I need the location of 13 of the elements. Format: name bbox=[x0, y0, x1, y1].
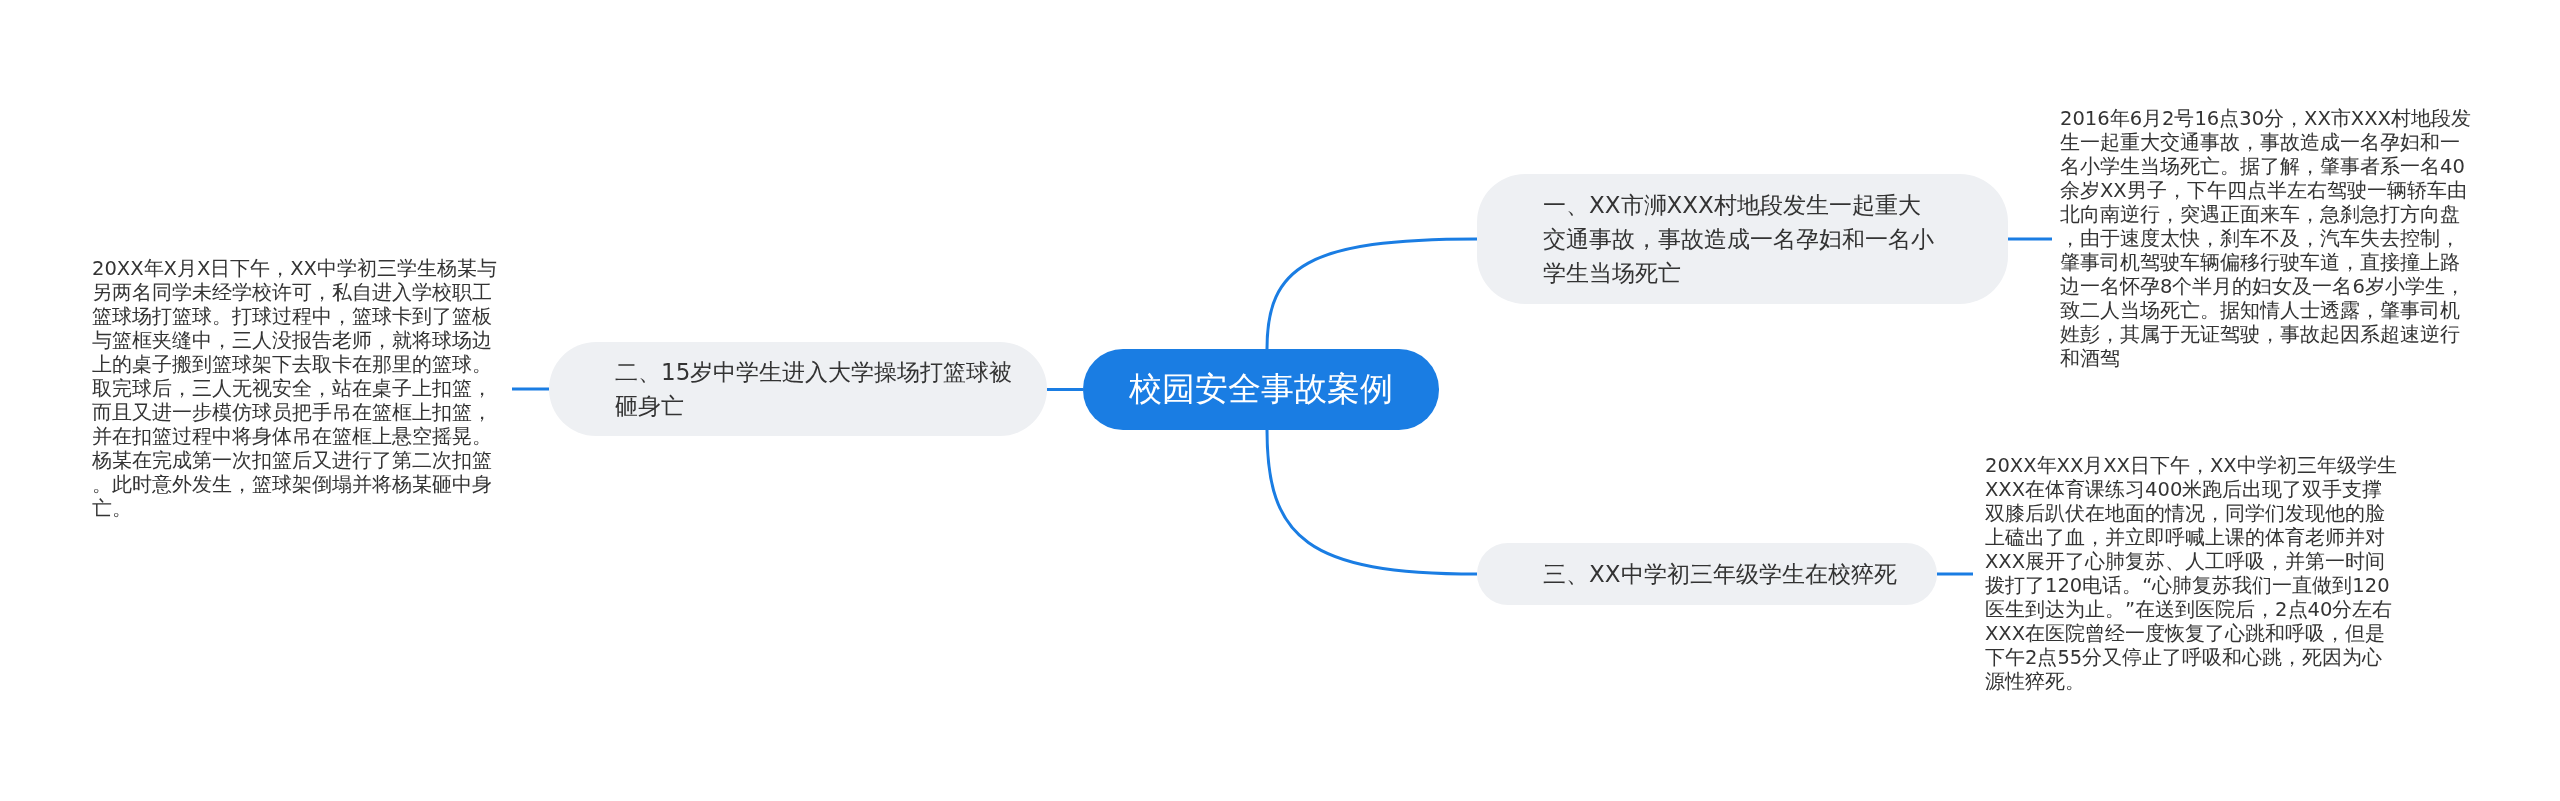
connector-line bbox=[2008, 237, 2052, 241]
topic-box: 一、XX市浉XXX村地段发生一起重大交通事故，事故造成一名孕妇和一名小学生当场死亡 bbox=[1477, 174, 2008, 304]
detail-text: 2016年6月2号16点30分，XX市XXX村地段发生一起重大交通事故，事故造成一名孕妇和一名小学生当场死亡。据了解，肇事者系一名40余岁XX男子，下午四点半左右驾驶一辆轿车由北向南逆行，突遇正面来车，急刹急打方向盘，由于速度太快，刹车不及，汽车失去控制，肇事司机驾驶车辆偏移行驶车道，直接撞上路边一名怀孕8个半月的妇女及一名6岁小学生，致二人当场死亡。据知情人士透露，肇事司机姓彭，其属于无证驾驶，事故起因系超速逆行和酒驾 bbox=[2052, 107, 2477, 371]
connector-line bbox=[512, 387, 549, 391]
topic-box: 二、15岁中学生进入大学操场打篮球被砸身亡 bbox=[549, 342, 1047, 436]
central-topic-box: 校园安全事故案例 bbox=[1083, 349, 1439, 430]
connector-line bbox=[1937, 572, 1973, 576]
detail-text: 20XX年XX月XX日下午，XX中学初三年级学生XXX在体育课练习400米跑后出现了双手支撑双膝后趴伏在地面的情况，同学们发现他的脸上磕出了血，并立即呼喊上课的体育老师并对XXX展开了心肺复苏、人工呼吸，并第一时间拨打了120电话。“心肺复苏我们一直做到120医生到达为止。”在送到医院后，2点40分左右XXX在医院曾经一度恢复了心跳和呼吸，但是下午2点55分又停止了呼吸和心跳，死因为心源性猝死。 bbox=[1973, 454, 2398, 694]
topic-box: 三、XX中学初三年级学生在校猝死 bbox=[1477, 543, 1937, 605]
connector-line bbox=[1265, 429, 1478, 576]
connector-line bbox=[1047, 388, 1083, 391]
connector-line bbox=[1265, 237, 1477, 350]
detail-text: 20XX年X月X日下午，XX中学初三学生杨某与另两名同学未经学校许可，私自进入学校职工篮球场打篮球。打球过程中，篮球卡到了篮板与篮框夹缝中，三人没报告老师，就将球场边上的桌子搬到篮球架下去取卡在那里的篮球。取完球后，三人无视安全，站在桌子上扣篮，而且又进一步模仿球员把手吊在篮框上扣篮，并在扣篮过程中将身体吊在篮框上悬空摇晃。杨某在完成第一次扣篮后又进行了第二次扣篮。此时意外发生，篮球架倒塌并将杨某砸中身亡。 bbox=[92, 257, 512, 521]
